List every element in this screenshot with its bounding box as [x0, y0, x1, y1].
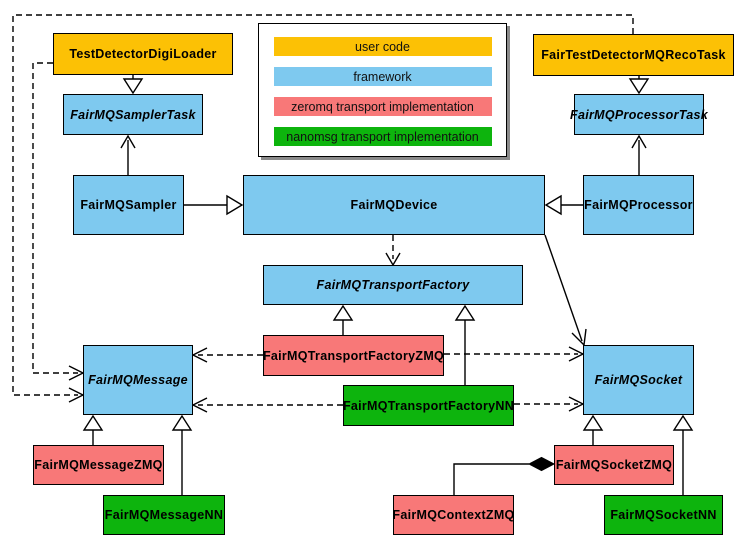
edge-contextzmq-socketzmq	[453, 463, 529, 495]
triangle-arrow-down-processortask	[628, 78, 650, 95]
node-fairmq-device: FairMQDevice	[243, 175, 545, 235]
node-fairmq-message-nn: FairMQMessageNN	[103, 495, 225, 535]
node-test-detector-digi-loader: TestDetectorDigiLoader	[53, 33, 233, 75]
node-fair-test-detector-mq-reco-task: FairTestDetectorMQRecoTask	[533, 34, 734, 76]
legend-item-user-code: user code	[273, 37, 492, 56]
node-fairmq-processor: FairMQProcessor	[583, 175, 694, 235]
node-fairmq-socket-zmq: FairMQSocketZMQ	[554, 445, 674, 485]
node-fairmq-socket: FairMQSocket	[583, 345, 694, 415]
triangle-arrow-right-device	[226, 194, 244, 216]
edge-digiloader-message-dashed	[32, 62, 78, 374]
triangle-arrow-up-message-nn	[171, 414, 193, 431]
dependency-edges	[12, 14, 634, 406]
edge-device-socket	[544, 234, 583, 342]
node-fairmq-sampler: FairMQSampler	[73, 175, 184, 235]
legend-item-zeromq: zeromq transport implementation	[273, 97, 492, 116]
legend-item-framework: framework	[273, 67, 492, 86]
node-fairmq-transport-factory-nn: FairMQTransportFactoryNN	[343, 385, 514, 426]
open-arrow-up-processortask	[631, 134, 647, 149]
legend-item-nanomsg: nanomsg transport implementation	[273, 127, 492, 146]
node-fairmq-message: FairMQMessage	[83, 345, 193, 415]
triangle-arrow-up-socket-zmq	[582, 414, 604, 431]
hollow-triangle-arrowheads	[82, 78, 694, 431]
triangle-arrow-up-factory-zmq	[332, 304, 354, 321]
node-fairmq-processor-task: FairMQProcessorTask	[570, 94, 708, 135]
node-fairmq-socket-nn: FairMQSocketNN	[604, 495, 723, 535]
node-fairmq-transport-factory: FairMQTransportFactory	[263, 265, 523, 305]
node-fairmq-sampler-task: FairMQSamplerTask	[63, 94, 203, 135]
node-fairmq-message-zmq: FairMQMessageZMQ	[33, 445, 164, 485]
triangle-arrow-up-socket-nn	[672, 414, 694, 431]
triangle-arrow-up-factory-nn	[454, 304, 476, 321]
composition-diamond-icon	[527, 456, 556, 472]
legend: user code framework zeromq transport imp…	[258, 23, 507, 157]
triangle-arrow-down-samplertask	[122, 78, 144, 95]
open-arrow-left-message-2	[191, 397, 208, 413]
edge-recotask-message-dashed	[12, 14, 634, 396]
open-arrow-left-message-1	[191, 347, 208, 363]
open-arrow-up-samplertask	[120, 134, 136, 149]
inheritance-edges	[92, 75, 684, 495]
triangle-arrow-up-message-zmq	[82, 414, 104, 431]
node-fairmq-transport-factory-zmq: FairMQTransportFactoryZMQ	[263, 335, 444, 376]
triangle-arrow-left-device	[544, 194, 562, 216]
open-arrowheads-solid	[120, 134, 647, 347]
node-fairmq-context-zmq: FairMQContextZMQ	[392, 495, 514, 535]
